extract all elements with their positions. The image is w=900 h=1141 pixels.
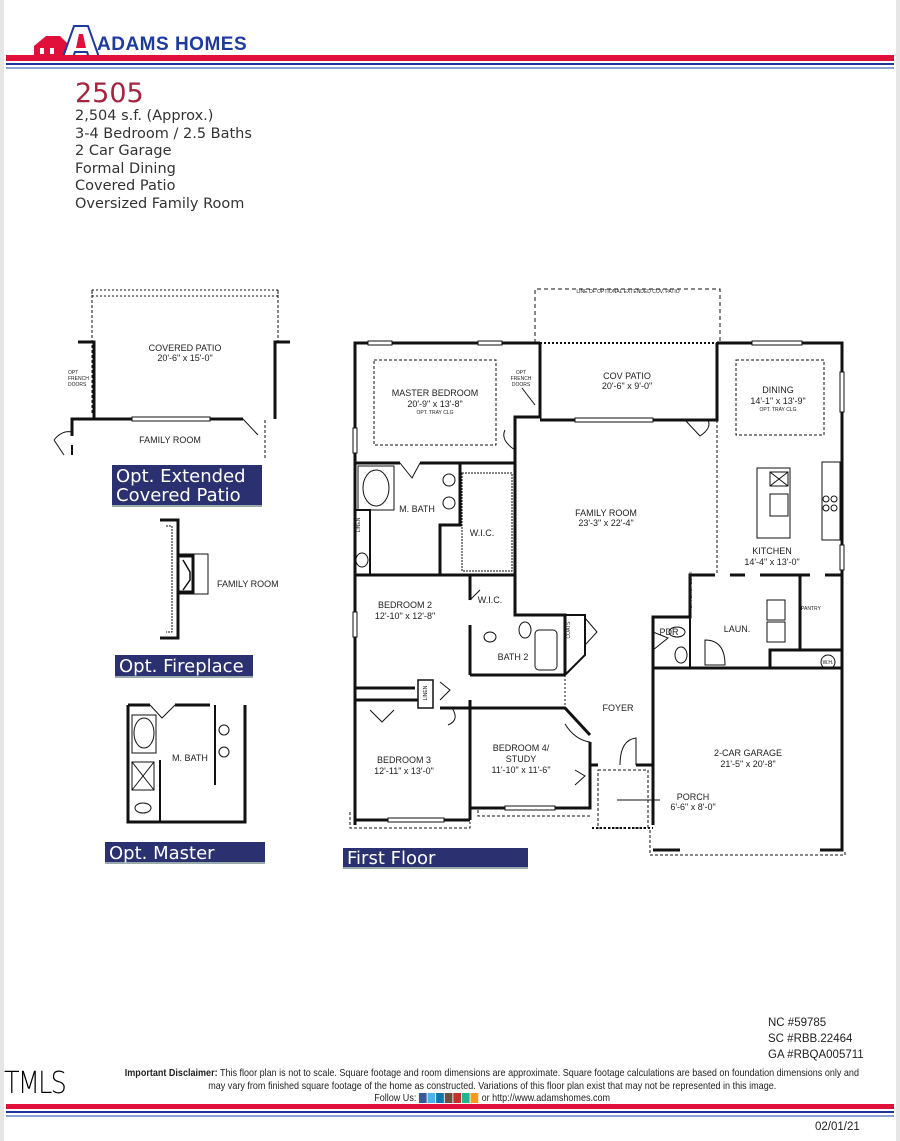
- bath2-label: BATH 2: [498, 652, 529, 662]
- family-room-dims: 23'-3" x 22'-4": [578, 518, 633, 528]
- opt-french-doors-label: FRENCH: [68, 376, 89, 382]
- model-number: 2505: [75, 78, 144, 109]
- mbath-label: M. BATH: [399, 504, 435, 514]
- option-drawings: COVERED PATIO 20'-6" x 15'-0" OPT FRENCH…: [53, 289, 290, 824]
- pantry-label: PANTRY: [801, 606, 821, 612]
- footer-band-blue: [6, 1111, 894, 1113]
- spec-line: 2,504 s.f. (Approx.): [75, 108, 214, 124]
- spec-line: Formal Dining: [75, 160, 176, 177]
- wic2-label: W.I.C.: [478, 595, 503, 605]
- bedroom4-label: BEDROOM 4/: [493, 743, 550, 753]
- spec-line: Covered Patio: [75, 178, 176, 194]
- master-tray-note: OPT. TRAY CLG: [417, 410, 454, 416]
- twitter-icon[interactable]: [427, 1093, 436, 1104]
- dining-label: DINING: [762, 385, 794, 395]
- bedroom3-label: BEDROOM 3: [377, 755, 431, 765]
- youtube-icon[interactable]: [453, 1093, 461, 1104]
- french-doors-label: DOORS: [512, 382, 531, 388]
- spec-line: 3-4 Bedroom / 2.5 Baths: [75, 125, 252, 142]
- page-edge-left: [0, 0, 4, 1141]
- license-ga: GA #RBQA005711: [768, 1049, 864, 1061]
- header-band-red: [6, 55, 894, 61]
- opt-master-bath-title: Opt. Master Bath: [105, 842, 265, 882]
- garage-dims: 21'-5" x 20'-8": [720, 759, 775, 769]
- opt-patio-room-label: COVERED PATIO: [149, 343, 222, 353]
- first-floor-title: First Floor: [343, 848, 528, 869]
- cov-patio-dims: 20'-6" x 9'-0": [602, 381, 652, 391]
- disclaimer-line-2: may vary from finished square footage of…: [92, 1080, 892, 1092]
- opt-patio-dims: 20'-6" x 15'-0": [157, 353, 212, 363]
- disclaimer-line-2-text: may vary from finished square footage of…: [207, 1080, 777, 1092]
- opt-patio-family-label: FAMILY ROOM: [139, 435, 201, 445]
- vine-icon[interactable]: [461, 1093, 470, 1104]
- linen-label: LINEN: [356, 517, 362, 532]
- title-line: Opt. Extended: [116, 466, 246, 487]
- drop-zone-label: OPT DROP ZONE: [688, 571, 693, 608]
- header-band-lightblue: [6, 67, 894, 69]
- kitchen-label: KITCHEN: [752, 546, 792, 556]
- follow-us-line: Follow Us: or http://www.adamshomes.com: [92, 1092, 892, 1104]
- mls-watermark: TMLS: [4, 1066, 67, 1101]
- bedroom2-label: BEDROOM 2: [378, 600, 432, 610]
- opt-extended-patio-title: Opt. Extended Covered Patio: [112, 465, 262, 507]
- website-link[interactable]: or http://www.adamshomes.com: [481, 1092, 610, 1104]
- spec-line: Oversized Family Room: [75, 195, 245, 212]
- french-doors-label: OPT: [516, 370, 526, 376]
- master-bedroom-label: MASTER BEDROOM: [392, 388, 479, 398]
- cov-patio-label: COV PATIO: [603, 371, 651, 381]
- bedroom4-label2: STUDY: [506, 754, 537, 764]
- pdr-label: PDR: [659, 627, 679, 637]
- title-line: Covered Patio: [116, 485, 241, 506]
- brand-name: ADAMS HOMES: [97, 34, 248, 55]
- disclaimer-text: This floor plan is not to scale. Square …: [217, 1067, 860, 1079]
- spec-line: 2 Car Garage: [75, 143, 172, 159]
- first-floor-plan: LINE OF OPTIONAL EXTENDED COV. PATIO MAS…: [349, 288, 846, 856]
- garage-label: 2-CAR GARAGE: [714, 748, 782, 758]
- porch-dims: 6'-6" x 8'-0": [670, 802, 715, 812]
- linkedin-icon[interactable]: [435, 1093, 444, 1104]
- kitchen-dims: 14'-4" x 13'-0": [744, 557, 799, 567]
- page-edge-right: [896, 0, 900, 1141]
- instagram-icon[interactable]: [444, 1093, 453, 1104]
- coats-label: COATS: [566, 621, 572, 639]
- wic-label: W.I.C.: [470, 528, 495, 538]
- master-bedroom-dims: 20'-9" x 13'-8": [407, 399, 462, 409]
- foyer-label: FOYER: [602, 703, 634, 713]
- linen2-label: LINEN: [423, 685, 429, 700]
- follow-us-content: Follow Us: or http://www.adamshomes.com: [374, 1092, 610, 1104]
- bedroom3-dims: 12'-11" x 13'-0": [374, 766, 434, 776]
- follow-us-label: Follow Us:: [374, 1092, 417, 1104]
- rss-icon[interactable]: [470, 1093, 479, 1104]
- opt-french-doors-label: DOORS: [68, 382, 87, 388]
- license-sc: SC #RBB.22464: [768, 1033, 853, 1045]
- ext-patio-line-label: LINE OF OPTIONAL EXTENDED COV. PATIO: [576, 289, 679, 295]
- water-heater-label: W.H.: [823, 660, 834, 666]
- dining-dims: 14'-1" x 13'-9": [750, 396, 805, 406]
- opt-master-bath-room-label: M. BATH: [172, 753, 208, 763]
- header-band-blue: [6, 63, 894, 65]
- revision-date: 02/01/21: [815, 1121, 860, 1133]
- disclaimer-line-1-text: Important Disclaimer: This floor plan is…: [125, 1067, 859, 1079]
- opt-fireplace-title: Opt. Fireplace: [115, 655, 253, 678]
- opt-fireplace-family-label: FAMILY ROOM: [217, 579, 279, 589]
- license-nc: NC #59785: [768, 1017, 827, 1029]
- facebook-icon[interactable]: [418, 1093, 427, 1104]
- laundry-label: LAUN.: [724, 624, 751, 634]
- dining-tray-note: OPT. TRAY CLG: [760, 407, 797, 413]
- footer-band-lightblue: [6, 1115, 894, 1117]
- adams-homes-logo: [34, 25, 100, 60]
- family-room-label: FAMILY ROOM: [575, 508, 637, 518]
- disclaimer-label: Important Disclaimer:: [124, 1067, 218, 1079]
- bedroom4-dims: 11'-10" x 11'-6": [491, 765, 550, 775]
- footer-band-red: [6, 1104, 894, 1109]
- bedroom2-dims: 12'-10" x 12'-8": [375, 611, 435, 621]
- porch-label: PORCH: [677, 792, 710, 802]
- disclaimer-line-1: Important Disclaimer: This floor plan is…: [92, 1067, 892, 1079]
- opt-french-doors-label: OPT: [68, 370, 78, 376]
- french-doors-label: FRENCH: [511, 376, 532, 382]
